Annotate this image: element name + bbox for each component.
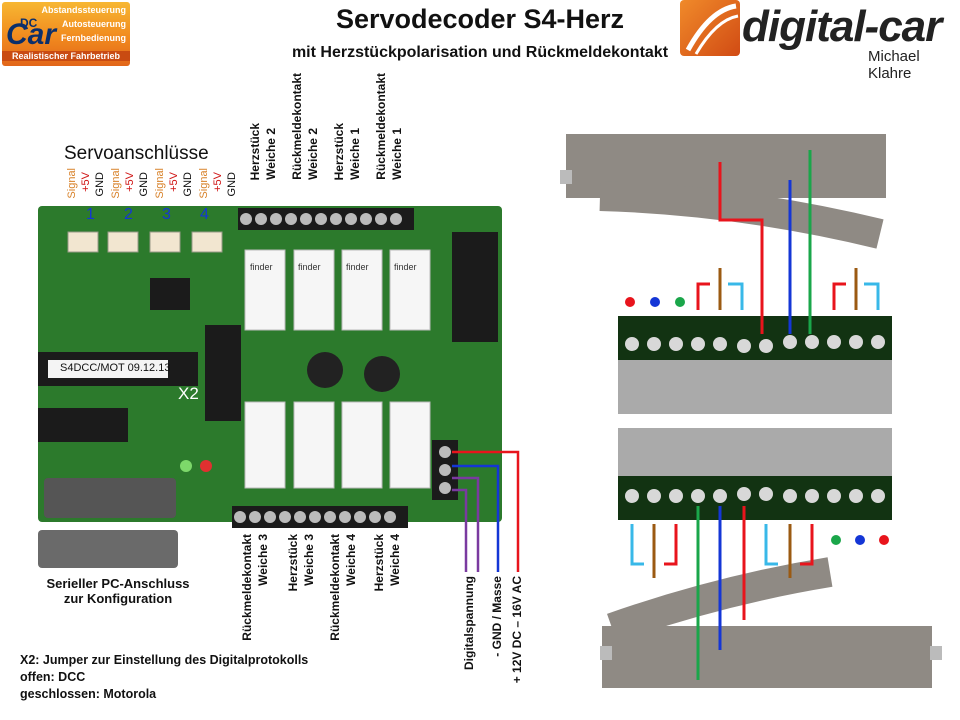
note-line-2: offen: DCC bbox=[20, 670, 86, 684]
color-legend-dots-bottom bbox=[831, 535, 889, 545]
power-label-digital: Digitalspannung bbox=[462, 576, 476, 670]
bottom-terminal-labels: Rückmeldekontakt Weiche 3 Herzstück Weic… bbox=[240, 534, 416, 654]
digital-car-wordmark: digital-car bbox=[742, 2, 942, 51]
page-title: Servodecoder S4-Herz bbox=[335, 4, 625, 34]
servo-connectors bbox=[67, 231, 223, 253]
servo-number-4: 4 bbox=[200, 206, 209, 223]
top-connector-strip bbox=[618, 316, 892, 360]
bottom-connector-strip bbox=[618, 476, 892, 520]
wire-top-red bbox=[718, 162, 764, 334]
bottom-turnout-track bbox=[600, 557, 942, 688]
electrolytic-capacitor-2 bbox=[364, 356, 400, 392]
relay-brand-2: finder bbox=[298, 262, 321, 272]
serial-connector-plug bbox=[38, 530, 178, 568]
relay-brand-4: finder bbox=[394, 262, 417, 272]
wire-power-gnd bbox=[452, 464, 500, 572]
power-label-gnd: - GND / Masse bbox=[490, 576, 504, 657]
serial-connector-body bbox=[44, 478, 176, 518]
bottom-label-herz-3-b: Weiche 3 bbox=[302, 534, 316, 586]
serial-caption: Serieller PC-Anschluss zur Konfiguration bbox=[46, 576, 190, 606]
power-label-plus: + 12V DC – 16V AC bbox=[510, 576, 524, 684]
color-legend-dots-top bbox=[625, 297, 685, 307]
chip-label: S4DCC/MOT 09.12.13 bbox=[60, 362, 171, 374]
wire-digital-b bbox=[452, 488, 468, 572]
top-terminal-screws bbox=[240, 213, 402, 225]
servo-number-1: 1 bbox=[86, 206, 95, 223]
ic-small bbox=[150, 278, 190, 310]
bottom-terminal-screws bbox=[234, 511, 396, 523]
relay-brand-3: finder bbox=[346, 262, 369, 272]
page-subtitle: mit Herzstückpolarisation und Rückmeldek… bbox=[291, 44, 669, 61]
note-line-3: geschlossen: Motorola bbox=[20, 687, 157, 701]
bottom-label-herz-4-a: Herzstück bbox=[372, 534, 386, 592]
dc-car-logo: Abstandssteuerung Autosteuerung Fernbedi… bbox=[2, 2, 130, 66]
digital-car-badge-icon bbox=[680, 0, 740, 56]
voltage-regulator-heatsink bbox=[452, 232, 498, 342]
bottom-label-herz-3-a: Herzstück bbox=[286, 534, 300, 592]
bottom-label-rm-3-a: Rückmeldekontakt bbox=[240, 534, 254, 641]
servo-connectors-title: Servoanschlüsse bbox=[64, 143, 209, 164]
bottom-label-rm-4-b: Weiche 4 bbox=[344, 534, 358, 586]
wire-power-plus bbox=[452, 450, 520, 572]
servo-number-2: 2 bbox=[124, 206, 133, 223]
ic-bottom-left bbox=[38, 408, 128, 442]
note-line-1: X2: Jumper zur Einstellung des Digitalpr… bbox=[20, 653, 309, 667]
bottom-label-herz-4-b: Weiche 4 bbox=[388, 534, 402, 586]
relay-brand-1: finder bbox=[250, 262, 273, 272]
jumper-x2-label: X2 bbox=[178, 384, 199, 403]
protocol-notes: X2: Jumper zur Einstellung des Digitalpr… bbox=[20, 652, 308, 703]
top-turnout-track bbox=[560, 134, 886, 249]
bottom-relay-row bbox=[618, 428, 892, 478]
bottom-label-rm-4-a: Rückmeldekontakt bbox=[328, 534, 342, 641]
wire-digital-a bbox=[452, 476, 480, 572]
servo-number-3: 3 bbox=[162, 206, 171, 223]
led-green bbox=[180, 460, 192, 472]
led-red bbox=[200, 460, 212, 472]
bottom-label-rm-3-b: Weiche 3 bbox=[256, 534, 270, 586]
electrolytic-capacitor-1 bbox=[307, 352, 343, 388]
relays bbox=[244, 249, 431, 489]
ic-right bbox=[205, 325, 241, 421]
author-name: Michael Klahre bbox=[868, 48, 920, 82]
power-labels: Digitalspannung - GND / Masse + 12V DC –… bbox=[460, 576, 530, 704]
chip-label-sticker bbox=[48, 360, 168, 378]
top-relay-row bbox=[618, 360, 892, 414]
